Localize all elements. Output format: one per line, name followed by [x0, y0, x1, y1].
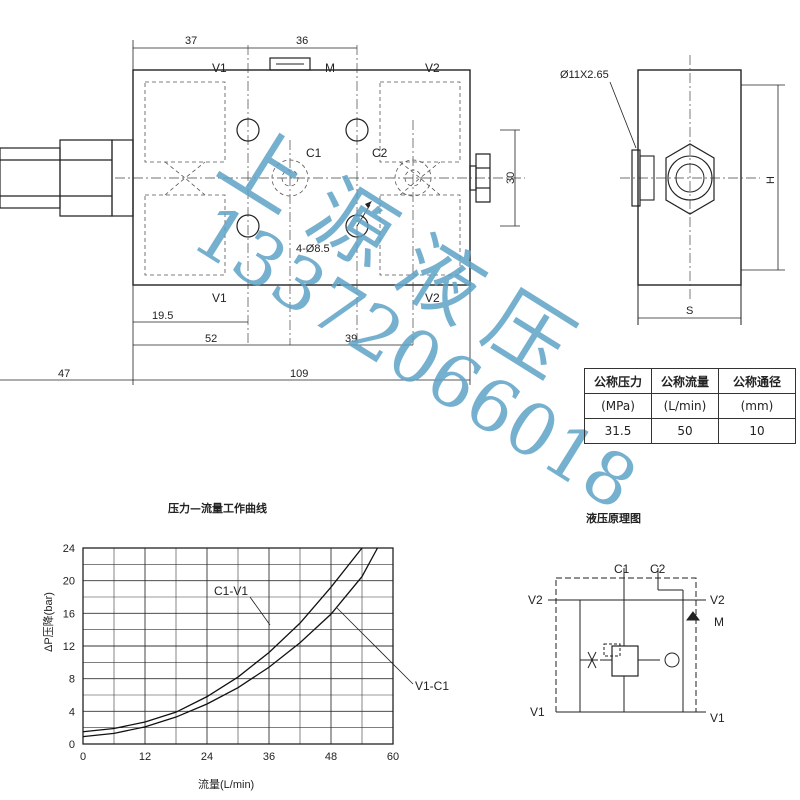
- dim-109: 109: [290, 368, 308, 380]
- port-m: M: [325, 61, 335, 75]
- schematic-label-v2-right: V2: [710, 593, 725, 607]
- dim-30: 30: [505, 172, 517, 184]
- x-tick-label: 36: [263, 751, 275, 763]
- x-tick-label: 0: [80, 751, 86, 763]
- port-c1: C1: [306, 146, 322, 160]
- spec-unit-bore: (mm): [718, 393, 796, 419]
- curve-label-c1-v1: C1-V1: [214, 584, 248, 598]
- curve-label-v1-c1: V1-C1: [415, 679, 449, 693]
- chart-title: 压力—流量工作曲线: [168, 501, 267, 515]
- y-tick-label: 8: [69, 674, 75, 686]
- dim-37: 37: [185, 35, 197, 47]
- port-v1-bottom: V1: [212, 291, 227, 305]
- port-c2: C2: [372, 146, 388, 160]
- port-v1-top: V1: [212, 61, 227, 75]
- y-tick-label: 20: [63, 576, 75, 588]
- dimension-lines: [0, 40, 520, 385]
- x-tick-label: 12: [139, 751, 151, 763]
- hydraulic-schematic: [548, 568, 706, 713]
- curve-leader-c1-v1: [249, 596, 271, 626]
- spec-unit-row: (MPa) (L/min) (mm): [584, 393, 796, 419]
- spec-value-pressure: 31.5: [584, 418, 652, 444]
- side-thread-note: Ø11X2.65: [560, 69, 609, 81]
- side-view: [609, 55, 785, 325]
- schematic-label-v2-left: V2: [528, 593, 543, 607]
- schematic-label-v1-left: V1: [530, 705, 545, 719]
- dim-19-5: 19.5: [152, 310, 173, 322]
- front-view: [0, 45, 525, 345]
- spec-header-flow: 公称流量: [651, 368, 719, 394]
- y-tick-label: 12: [63, 641, 75, 653]
- dim-36: 36: [296, 35, 308, 47]
- dim-39: 39: [345, 333, 357, 345]
- chart-x-label: 流量(L/min): [198, 777, 254, 791]
- series-line-v1-c1: [82, 547, 379, 738]
- chart-frame: [82, 547, 394, 745]
- y-tick-label: 16: [63, 608, 75, 620]
- dim-47: 47: [58, 368, 70, 380]
- spec-header-bore: 公称通径: [718, 368, 796, 394]
- port-v2-bottom: V2: [425, 291, 440, 305]
- y-tick-label: 0: [69, 739, 75, 751]
- spec-header-pressure: 公称压力: [584, 368, 652, 394]
- series-line-c1-v1: [82, 547, 363, 733]
- side-h-label: H: [765, 176, 777, 184]
- spec-value-bore: 10: [718, 418, 796, 444]
- dim-52: 52: [205, 333, 217, 345]
- schematic-label-c2: C2: [650, 562, 666, 576]
- schematic-label-m: M: [714, 615, 724, 629]
- spec-table: 公称压力 公称流量 公称通径 (MPa) (L/min) (mm) 31.5 5…: [584, 368, 796, 444]
- x-tick-label: 24: [201, 751, 213, 763]
- spec-header-row: 公称压力 公称流量 公称通径: [584, 368, 796, 394]
- spec-unit-flow: (L/min): [651, 393, 719, 419]
- hole-note: 4-Ø8.5: [296, 243, 330, 255]
- y-tick-label: 24: [63, 543, 75, 555]
- spec-unit-pressure: (MPa): [584, 393, 652, 419]
- port-v2-top: V2: [425, 61, 440, 75]
- curve-leader-v1-c1: [336, 607, 414, 685]
- y-tick-label: 4: [69, 706, 75, 718]
- schematic-label-v1-right: V1: [710, 711, 725, 725]
- x-tick-label: 48: [325, 751, 337, 763]
- spec-value-row: 31.5 50 10: [584, 418, 796, 444]
- spec-value-flow: 50: [651, 418, 719, 444]
- side-s-label: S: [686, 305, 693, 317]
- x-tick-label: 60: [387, 751, 399, 763]
- schematic-title: 液压原理图: [586, 511, 641, 525]
- chart-y-label: ΔP压降(bar): [41, 592, 55, 652]
- schematic-label-c1: C1: [614, 562, 630, 576]
